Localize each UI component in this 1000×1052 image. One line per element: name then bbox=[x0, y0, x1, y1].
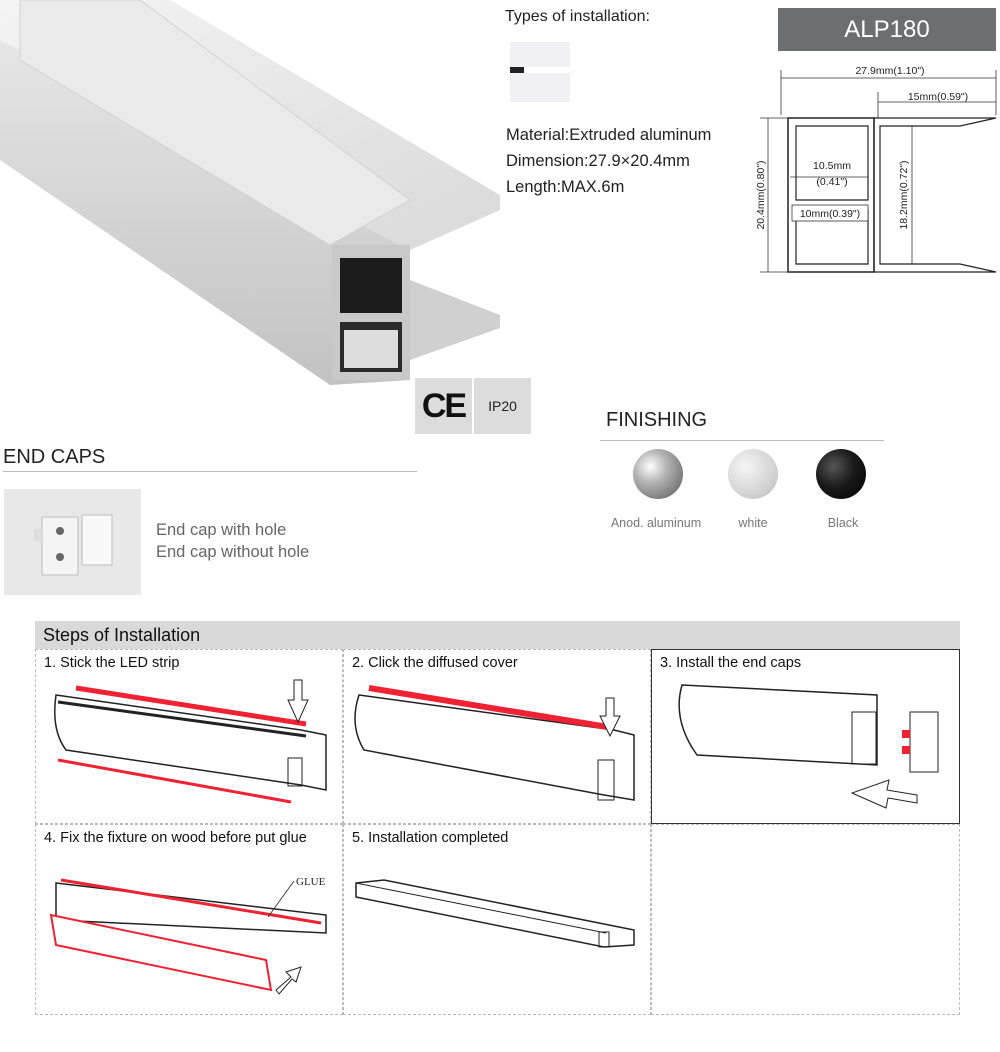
black-label: Black bbox=[827, 516, 859, 530]
end-cap-with-hole-label: End cap with hole bbox=[156, 521, 287, 539]
step-2: 2. Click the diffused cover bbox=[343, 649, 651, 824]
step-5-illustration bbox=[355, 879, 635, 948]
end-cap-descriptions: End cap with hole End cap without hole bbox=[156, 519, 309, 563]
anodized-aluminum-swatch bbox=[633, 449, 683, 499]
finishing-divider bbox=[600, 440, 884, 441]
dimension-spec: Dimension:27.9×20.4mm bbox=[506, 152, 690, 170]
inner-width-inch-dim: (0.41") bbox=[816, 176, 847, 188]
end-caps-divider bbox=[3, 471, 417, 472]
end-cap-image bbox=[4, 489, 141, 595]
total-width-dim: 27.9mm(1.10") bbox=[855, 65, 924, 77]
step-2-label: 2. Click the diffused cover bbox=[352, 655, 518, 671]
inner-height-dim: 18.2mm(0.72") bbox=[898, 160, 910, 229]
step-4: 4. Fix the fixture on wood before put gl… bbox=[35, 824, 343, 1015]
finishing-title: FINISHING bbox=[606, 409, 708, 431]
specifications: Material:Extruded aluminum Dimension:27.… bbox=[506, 122, 711, 200]
model-badge: ALP180 bbox=[778, 8, 996, 51]
step-4-label: 4. Fix the fixture on wood before put gl… bbox=[44, 830, 307, 846]
steps-title: Steps of Installation bbox=[43, 625, 201, 645]
glue-label: GLUE bbox=[296, 876, 326, 888]
end-caps-title: END CAPS bbox=[3, 446, 106, 468]
black-swatch bbox=[816, 449, 866, 499]
step-5-label: 5. Installation completed bbox=[352, 830, 509, 846]
white-swatch bbox=[728, 449, 778, 499]
length-spec: Length:MAX.6m bbox=[506, 178, 625, 196]
empty-cell bbox=[651, 824, 960, 1015]
end-cap-without-hole-label: End cap without hole bbox=[156, 543, 310, 561]
inner-width-dim: 10.5mm bbox=[813, 160, 851, 172]
step-3-illustration bbox=[678, 684, 939, 809]
step-2-illustration bbox=[354, 685, 635, 801]
flange-width-dim: 15mm(0.59") bbox=[908, 91, 968, 103]
step-1: 1. Stick the LED strip bbox=[35, 649, 343, 824]
dimension-drawing: 27.9mm(1.10") 15mm(0.59") 10.5mm (0.41")… bbox=[750, 60, 1000, 285]
material-spec: Material:Extruded aluminum bbox=[506, 126, 712, 144]
step-5: 5. Installation completed bbox=[343, 824, 651, 1015]
step-1-label: 1. Stick the LED strip bbox=[44, 655, 180, 671]
step-3: 3. Install the end caps bbox=[651, 649, 960, 824]
ce-mark: CE bbox=[415, 378, 472, 434]
step-4-illustration: GLUE bbox=[49, 876, 327, 995]
step-1-illustration bbox=[54, 679, 327, 804]
total-height-dim: 20.4mm(0.80") bbox=[755, 160, 767, 229]
step-3-label: 3. Install the end caps bbox=[660, 655, 802, 671]
product-profile-image bbox=[0, 0, 505, 385]
installation-types-title: Types of installation: bbox=[505, 8, 650, 25]
recessed-installation-icon bbox=[510, 42, 570, 102]
steps-header: Steps of Installation bbox=[35, 621, 960, 649]
ip20-mark: IP20 bbox=[474, 378, 531, 434]
anodized-aluminum-label: Anod. aluminum bbox=[610, 516, 702, 530]
lower-width-dim: 10mm(0.39") bbox=[800, 208, 860, 220]
white-label: white bbox=[738, 516, 768, 530]
